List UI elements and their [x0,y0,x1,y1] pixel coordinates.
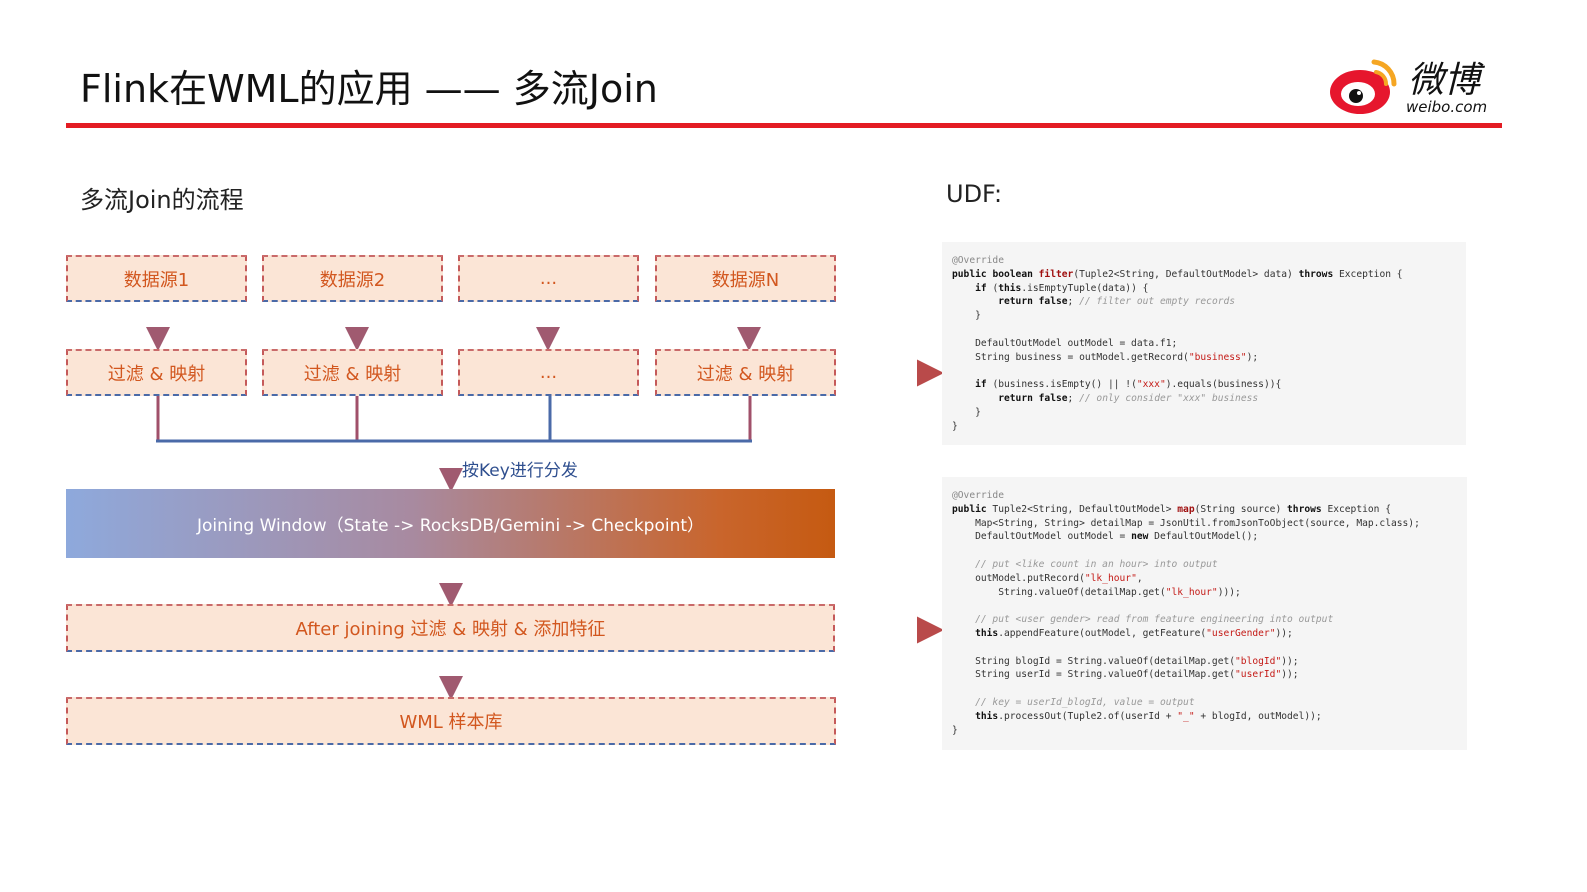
filter-box-n: 过滤 & 映射 [655,349,836,396]
filter-udf-code-line: } [952,420,958,432]
map-udf-code-line: this.appendFeature(outModel, getFeature(… [975,627,1293,639]
after-joining-box: After joining 过滤 & 映射 & 添加特征 [66,604,835,652]
map-udf-code-line: this.processOut(Tuple2.of(userId + "_" +… [975,710,1322,722]
filter-box-1: 过滤 & 映射 [66,349,247,396]
filter-udf-code-line: @Override [952,255,1004,266]
joining-window-box: Joining Window（State -> RocksDB/Gemini -… [66,489,835,558]
filter-udf-code-line: } [952,310,981,322]
map-udf-code-line: // key = userId_blogId, value = output [975,696,1195,708]
map-udf-code-line: Map<String, String> detailMap = JsonUtil… [952,517,1420,529]
source-box-2: 数据源2 [262,255,443,302]
map-udf-code-line [952,682,1457,696]
keyby-label: 按Key进行分发 [462,461,578,481]
map-udf-code-line: String.valueOf(detailMap.get("lk_hour"))… [952,586,1241,598]
filter-udf-code-line: return false; // only consider "xxx" bus… [998,392,1259,404]
map-udf-code-line: String blogId = String.valueOf(detailMap… [952,655,1299,667]
filter-udf-code-line [952,364,1456,378]
map-udf-code-line [952,641,1457,655]
map-udf-code-line [952,599,1457,613]
map-udf-code: @Override public Tuple2<String, DefaultOu… [942,477,1467,750]
filter-udf-code-line: if (business.isEmpty() || !("xxx").equal… [975,379,1282,391]
udf-section-heading: UDF: [946,180,1003,208]
title-divider [66,123,1502,128]
map-udf-code-line [952,544,1457,558]
filter-box-2: 过滤 & 映射 [262,349,443,396]
map-udf-code-line: // put <user gender> read from feature e… [975,614,1334,626]
wml-sample-store-box: WML 样本库 [66,697,836,745]
filter-box-ellipsis: ... [458,349,639,396]
flow-section-heading: 多流Join的流程 [80,186,244,214]
filter-udf-code-line [952,323,1456,337]
weibo-eye-icon: 微博 weibo.com [1330,59,1487,116]
map-udf-code-line: String userId = String.valueOf(detailMap… [952,669,1299,681]
source-box-n: 数据源N [655,255,836,302]
page-title: Flink在WML的应用 —— 多流Join [80,67,658,111]
filter-udf-code-line: } [952,406,981,418]
filter-udf-code-line: DefaultOutModel outModel = data.f1; [952,337,1178,349]
logo-domain-text: weibo.com [1406,98,1487,116]
filter-udf-code-line: public boolean filter(Tuple2<String, Def… [952,268,1403,280]
filter-udf-code: @Override public boolean filter(Tuple2<St… [942,242,1466,445]
map-udf-code-line: public Tuple2<String, DefaultOutModel> m… [952,503,1391,515]
source-box-1: 数据源1 [66,255,247,302]
filter-udf-code-line: if (this.isEmptyTuple(data)) { [975,282,1149,294]
map-udf-code-line: @Override [952,490,1004,501]
map-udf-code-line: } [952,724,958,736]
weibo-logo: 微博 weibo.com [1330,52,1505,122]
source-box-ellipsis: ... [458,255,639,302]
logo-brand-text: 微博 [1408,60,1486,101]
map-udf-code-line: // put <like count in an hour> into outp… [975,558,1218,570]
filter-udf-code-line: String business = outModel.getRecord("bu… [952,351,1259,363]
map-udf-code-line: DefaultOutModel outModel = new DefaultOu… [952,531,1259,543]
map-udf-code-line: outModel.putRecord("lk_hour", [952,572,1143,584]
filter-udf-code-line: return false; // filter out empty record… [998,296,1236,308]
